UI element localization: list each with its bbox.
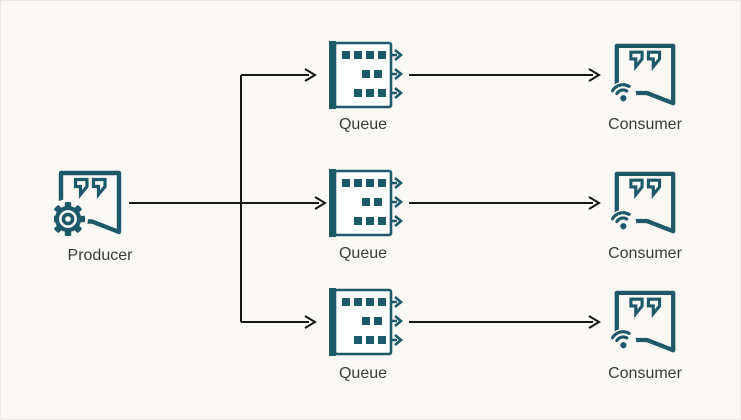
- chat-bubble-wifi-icon: [610, 171, 676, 238]
- wifi-icon: [610, 81, 637, 110]
- message-queue-icon: [329, 169, 404, 237]
- edge-queue-consumer: [409, 68, 601, 329]
- queue-node-1: [329, 41, 405, 109]
- arrowhead-icon: [588, 68, 601, 82]
- queue-node-3: [329, 288, 405, 356]
- gear-icon: [54, 199, 88, 239]
- queue-output-arrows-icon: [392, 177, 404, 227]
- queue-output-arrows-icon: [392, 49, 404, 99]
- consumer-node-2: [610, 168, 680, 238]
- edge-producer-fanout: [129, 68, 327, 329]
- queue-output-arrows-icon: [392, 296, 404, 346]
- wifi-icon: [610, 328, 637, 357]
- message-queue-icon: [329, 41, 404, 109]
- arrowhead-icon: [304, 68, 317, 82]
- producer-label: Producer: [67, 247, 133, 264]
- message-squares: [342, 51, 386, 97]
- consumer-label-2: Consumer: [608, 245, 682, 262]
- arrowhead-icon: [314, 196, 327, 210]
- quote-marks-icon: [73, 177, 107, 200]
- queue-label-1: Queue: [338, 116, 388, 133]
- queue-node-2: [329, 169, 405, 237]
- consumer-label-1: Consumer: [608, 116, 682, 133]
- chat-bubble-wifi-icon: [610, 290, 676, 357]
- wifi-icon: [610, 209, 637, 238]
- arrowhead-icon: [588, 315, 601, 329]
- chat-bubble-gear-icon: [54, 170, 122, 239]
- consumer-label-3: Consumer: [608, 365, 682, 382]
- queue-label-2: Queue: [338, 245, 388, 262]
- consumer-node-3: [610, 287, 680, 357]
- chat-bubble-wifi-icon: [610, 43, 676, 110]
- quote-marks-icon: [629, 50, 662, 72]
- consumer-node-1: [610, 40, 680, 110]
- message-queue-icon: [329, 288, 404, 356]
- queue-label-3: Queue: [338, 365, 388, 382]
- arrowhead-icon: [588, 196, 601, 210]
- producer-node: [54, 167, 126, 239]
- arrowhead-icon: [304, 315, 317, 329]
